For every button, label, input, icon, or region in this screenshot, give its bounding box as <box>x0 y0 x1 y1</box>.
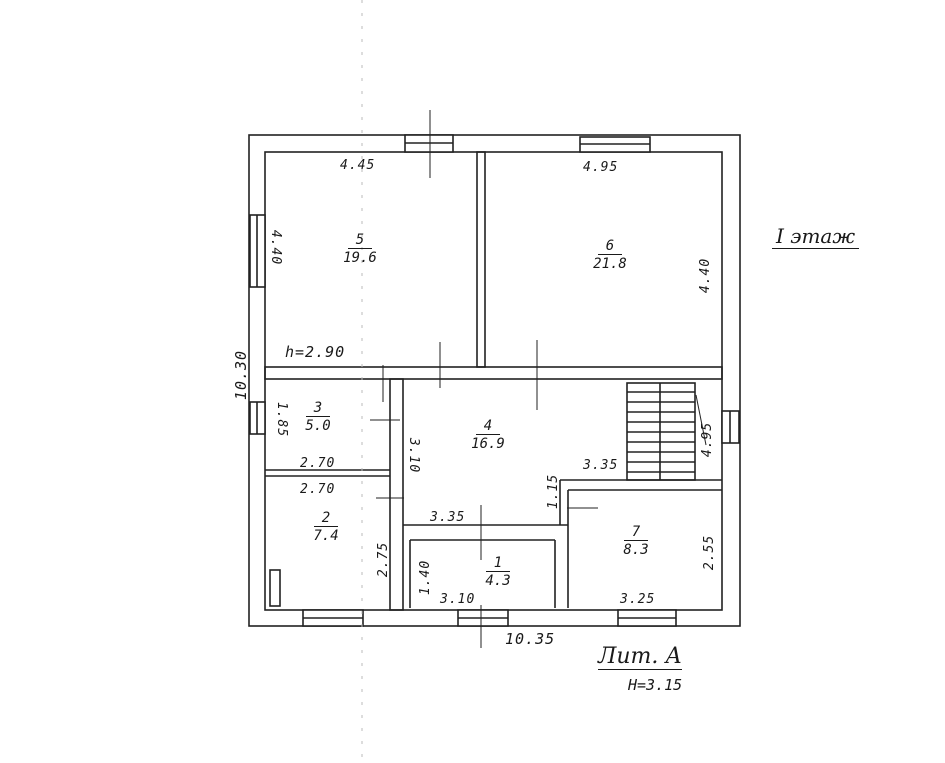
staircase <box>626 382 696 481</box>
dim-room1-height: 1.40 <box>418 559 434 596</box>
dim-step: 1.15 <box>546 473 562 510</box>
dim-room6-height: 4.40 <box>698 257 714 294</box>
wall-right-3-2 <box>389 378 404 611</box>
dim-room7-width: 3.25 <box>620 592 656 607</box>
dim-room5-width: 4.45 <box>340 158 376 173</box>
dim-room3-width: 2.70 <box>300 456 336 471</box>
dim-stair-height: 4.95 <box>700 421 716 458</box>
dim-room3-height: 1.85 <box>274 401 290 438</box>
liter-label: Лит. А <box>598 644 683 670</box>
dim-room6-width: 4.95 <box>583 160 619 175</box>
dim-room5-height: 4.40 <box>268 229 284 266</box>
dim-ceiling-height: h=2.90 <box>285 343 346 361</box>
dim-room7-height: 2.55 <box>702 534 718 571</box>
dim-room2-width: 2.70 <box>300 482 336 497</box>
dim-room1-width: 3.10 <box>440 592 476 607</box>
wall-5-6 <box>476 151 486 368</box>
dim-overall-width: 10.35 <box>505 630 556 648</box>
dim-overall-depth: 10.30 <box>232 349 251 401</box>
door-room-2 <box>269 569 281 607</box>
floor-label: I этаж <box>772 224 860 249</box>
dim-room4-height: 3.10 <box>406 437 422 474</box>
dim-room4-width-top: 3.35 <box>583 458 619 473</box>
wall-under-5-6 <box>264 366 723 380</box>
dim-room4-width-bottom: 3.35 <box>430 510 466 525</box>
outer-wall <box>248 134 741 627</box>
building-height-label: Н=3.15 <box>628 676 683 694</box>
dim-room2-height: 2.75 <box>376 541 392 578</box>
